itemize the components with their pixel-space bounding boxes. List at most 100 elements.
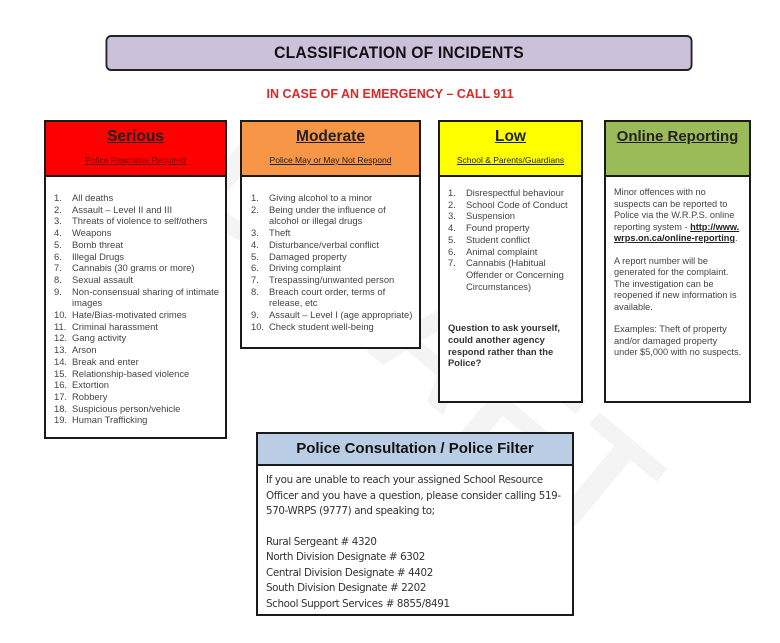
list-item: 3.Suspension — [448, 210, 576, 222]
list-item-text: Damaged property — [269, 250, 347, 262]
list-item-number: 4. — [251, 238, 259, 250]
list-item: 3. Threats of violence to self/others — [54, 215, 219, 227]
list-item-text: Being under the influence of alcohol or … — [269, 203, 386, 227]
low-title: Low — [495, 128, 526, 145]
serious-subtitle: Police Response Required — [85, 155, 186, 165]
list-item-number: 4. — [54, 227, 62, 239]
list-item-number: 13. — [54, 344, 68, 356]
list-item: 6.Animal complaint — [448, 246, 576, 258]
list-item-text: Human Trafficking — [72, 414, 148, 426]
low-subtitle: School & Parents/Guardians — [456, 155, 565, 165]
serious-header: Serious Police Response Required — [46, 122, 225, 177]
list-item-text: Robbery — [72, 390, 108, 402]
list-item-number: 6. — [251, 262, 259, 274]
list-item-number: 2. — [448, 198, 456, 210]
contact-item: School Support Services # 8855/8491 — [266, 597, 450, 610]
list-item-number: 7. — [54, 262, 62, 274]
list-item-text: Extortion — [72, 379, 109, 391]
list-item: 7. Trespassing/unwanted person — [251, 274, 413, 286]
online-reporting-intro: Minor offences with no suspects can be r… — [614, 187, 740, 244]
list-item-text: Assault – Level I (age appropriate) — [269, 309, 413, 321]
list-item: 7.Cannabis (30 grams or more) — [54, 262, 219, 274]
list-item: 4. Weapons — [54, 227, 219, 239]
list-item: 5.Bomb threat — [54, 239, 219, 251]
list-item-text: Non-consensual sharing of intimate image… — [72, 285, 219, 309]
list-item: 4.Found property — [448, 222, 576, 234]
list-item: 12. Gang activity — [54, 332, 219, 344]
list-item: 7.Cannabis (Habitual Offender or Concern… — [448, 257, 576, 292]
list-item-number: 3. — [448, 210, 456, 222]
list-item-number: 16. — [54, 379, 68, 391]
online-reporting-link[interactable]: http://www.wrps.on.ca/online-reporting — [614, 221, 740, 244]
online-reporting-title: Online Reporting — [616, 128, 739, 145]
list-item-text: Suspicious person/vehicle — [72, 402, 181, 414]
moderate-subtitle: Police May or May Not Respond — [269, 155, 392, 165]
page-title: CLASSIFICATION OF INCIDENTS — [105, 35, 693, 71]
police-consultation-title: Police Consultation / Police Filter — [296, 440, 534, 457]
online-reporting-note: A report number will be generated for th… — [614, 255, 737, 312]
list-item-number: 3. — [251, 227, 259, 239]
list-item-text: Check student well-being — [269, 320, 374, 332]
list-item-number: 9. — [54, 285, 62, 297]
list-item-number: 1. — [54, 192, 62, 203]
list-item-number: 12. — [54, 332, 68, 344]
list-item: 17. Robbery — [54, 391, 219, 403]
list-item-number: 10. — [54, 309, 68, 321]
list-item-text: Breach court order, terms of release, et… — [269, 285, 386, 309]
moderate-card: Moderate Police May or May Not Respond 1… — [240, 120, 421, 349]
list-item: 4.Disturbance/verbal conflict — [251, 239, 413, 251]
list-item-text: Criminal harassment — [72, 320, 158, 332]
list-item: 6.Illegal Drugs — [54, 251, 219, 263]
list-item-number: 3. — [54, 215, 62, 227]
list-item-number: 9. — [251, 309, 259, 321]
list-item-text: Sexual assault — [72, 273, 133, 285]
list-item: 11.Criminal harassment — [54, 321, 219, 333]
list-item: 16. Extortion — [54, 379, 219, 391]
list-item: 14.Break and enter — [54, 356, 219, 368]
list-item-text: Threats of violence to self/others — [72, 215, 208, 227]
list-item-text: Gang activity — [72, 332, 127, 344]
list-item-text: Giving alcohol to a minor — [269, 192, 373, 203]
list-item-text: Trespassing/unwanted person — [269, 273, 395, 285]
list-item-number: 2. — [54, 203, 62, 215]
list-item-number: 7. — [251, 273, 259, 285]
list-item-number: 17. — [54, 390, 68, 402]
police-consultation-intro: If you are unable to reach your assigned… — [266, 474, 561, 517]
list-item-number: 14. — [54, 355, 68, 367]
emergency-notice: IN CASE OF AN EMERGENCY – CALL 911 — [266, 87, 514, 101]
list-item: 5.Student conflict — [448, 234, 576, 246]
list-item-text: Assault – Level II and III — [72, 203, 173, 215]
contact-item: North Division Designate # 6302 — [266, 551, 425, 563]
list-item: 15.Relationship-based violence — [54, 368, 219, 380]
list-item-text: Driving complaint — [269, 262, 341, 274]
list-item-number: 5. — [251, 250, 259, 262]
list-item-text: Cannabis (Habitual Offender or Concernin… — [466, 257, 564, 292]
low-question: Question to ask yourself, could another … — [448, 322, 561, 369]
list-item: 9. Assault – Level I (age appropriate) — [251, 309, 413, 321]
list-item-text: Weapons — [72, 227, 112, 239]
list-item-number: 19. — [54, 414, 68, 426]
list-item-number: 18. — [54, 402, 68, 414]
list-item-text: Theft — [269, 227, 291, 239]
list-item-number: 10. — [251, 320, 265, 332]
list-item-text: Arson — [72, 344, 97, 356]
list-item-number: 5. — [54, 238, 62, 250]
list-item: 19. Human Trafficking — [54, 414, 219, 426]
list-item: 1.Giving alcohol to a minor — [251, 192, 413, 204]
contact-item: South Division Designate # 2202 — [266, 582, 427, 594]
list-item: 9. Non-consensual sharing of intimate ima… — [54, 286, 219, 309]
police-consultation-card: Police Consultation / Police Filter If y… — [256, 432, 574, 616]
list-item-text: Hate/Bias-motivated crimes — [72, 309, 187, 321]
list-item: 10. Hate/Bias-motivated crimes — [54, 309, 219, 321]
list-item-number: 5. — [448, 233, 456, 245]
list-item-number: 6. — [448, 245, 456, 257]
serious-card: Serious Police Response Required 1.All d… — [44, 120, 227, 439]
list-item-number: 4. — [448, 222, 456, 234]
list-item: 13. Arson — [54, 344, 219, 356]
online-reporting-card: Online Reporting Minor offences with no … — [604, 120, 751, 403]
moderate-title: Moderate — [296, 128, 365, 145]
list-item: 2.Being under the influence of alcohol o… — [251, 204, 413, 227]
